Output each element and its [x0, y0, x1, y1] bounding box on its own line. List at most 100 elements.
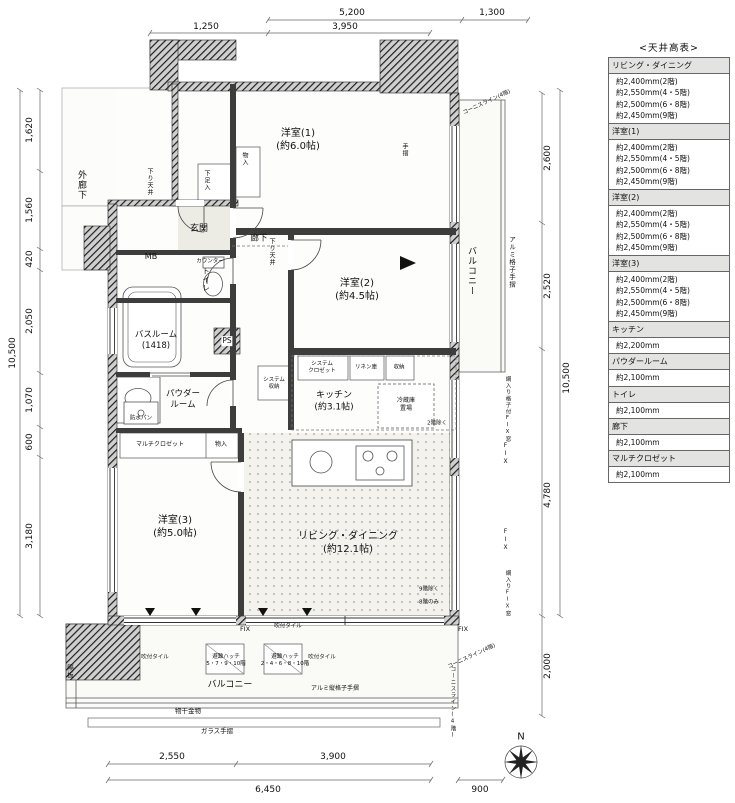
annotation-laundry-hardware: 物干金物: [175, 706, 201, 715]
annotation-spray-tile-2: 吹付タイル: [308, 654, 336, 661]
annotation-handrail: 手摺: [401, 143, 408, 157]
annotation-spray-tile-3: 吹付タイル: [141, 654, 169, 661]
ceiling-value: 約2,500mm(6・8階): [616, 231, 690, 241]
annotation-except-2f: 2階除く: [427, 420, 447, 427]
annotation-shoe-box: 下足入: [203, 170, 210, 191]
room-label-yoshitsu1: 洋室(1) (約6.0帖): [276, 128, 320, 152]
toilet-icon: [203, 271, 223, 297]
dim-top-3950: 3,950: [332, 22, 358, 32]
ceiling-row-values: 約2,100mm: [609, 467, 729, 482]
closet-1: [235, 146, 261, 198]
dim-left-600: 600: [25, 433, 35, 451]
dim-left-total-10500: 10,500: [8, 337, 18, 369]
ceiling-value: 約2,100mm: [616, 405, 660, 415]
annotation-multi-closet: マルチクロゼット: [135, 441, 185, 449]
room-label-balcony-east: バルコニー: [466, 246, 476, 296]
ceiling-value: 約2,100mm: [616, 373, 660, 383]
dim-left-2050: 2,050: [25, 308, 35, 334]
ceiling-row-room: パウダールーム: [609, 354, 729, 371]
room-label-bathroom: バスルーム (1418): [134, 329, 178, 351]
room-label-meter-box: MB: [144, 251, 158, 261]
annotation-fridge-space: 冷蔵庫 置場: [396, 397, 416, 412]
dim-right-2520: 2,520: [543, 273, 553, 299]
annotation-only-8f: 8階のみ: [419, 599, 439, 606]
storage-box: [385, 355, 415, 381]
ceiling-value: 約2,400mm(2階): [616, 209, 678, 218]
entrance-floor: [178, 206, 236, 252]
annotation-drop-ceiling-2: 下り天井: [146, 168, 153, 196]
dimension-lines: [16, 16, 564, 784]
dim-bottom-3900: 3,900: [320, 752, 346, 762]
annotation-drop-ceiling-1: 下り天井: [268, 238, 275, 266]
doors-layer: [150, 200, 322, 493]
system-closet: [297, 355, 349, 381]
dim-right-2000: 2,000: [543, 653, 553, 679]
dim-top-5200: 5,200: [339, 8, 365, 18]
room-label-balcony-south: バルコニー: [207, 680, 253, 691]
annotation-escape-hatch-2: 避難ハッチ 2・4・6・8・10階: [260, 653, 310, 667]
annotation-escape-hatch-1: 避難ハッチ 5・7・9・10階: [206, 653, 246, 667]
annotation-system-storage: システム 収納: [263, 376, 285, 390]
ceiling-row-room: 洋室(3): [609, 256, 729, 272]
room-label-powder-room: パウダー ルーム: [165, 388, 201, 410]
ceiling-value: 約2,550mm(4・5階): [616, 88, 690, 98]
ceiling-row-values: 約2,100mm: [609, 435, 729, 451]
ceiling-row-values: 約2,400mm(2階) 約2,550mm(4・5階) 約2,500mm(6・8…: [609, 272, 729, 322]
fridge-space: [377, 383, 435, 429]
multi-closet: [119, 432, 239, 459]
dim-left-3180: 3,180: [25, 523, 35, 549]
ceiling-value: 約2,450mm(9階): [616, 308, 678, 318]
dim-left-420: 420: [25, 250, 35, 268]
room-label-kitchen: キッチン (約3.1帖): [314, 390, 354, 412]
room-label-ext-corridor: 外廊下: [76, 170, 86, 200]
annotation-cornice-3: コーニスライン(4階): [449, 666, 456, 739]
annotation-partition-board: 隔板: [65, 664, 74, 679]
dim-bottom-900: 900: [471, 785, 489, 795]
dim-right-2600: 2,600: [543, 145, 553, 171]
ceiling-value: 約2,500mm(6・8階): [616, 297, 690, 307]
annotation-counter: カウンター: [196, 258, 224, 265]
room-label-yoshitsu2: 洋室(2) (約4.5帖): [335, 278, 379, 302]
ceiling-row-values: 約2,400mm(2階) 約2,550mm(4・5階) 約2,500mm(6・8…: [609, 74, 729, 124]
system-storage: [257, 365, 291, 401]
ceiling-value: 約2,550mm(4・5階): [616, 154, 690, 164]
annotation-fix-south-1: FIX: [239, 624, 251, 633]
dim-bottom-2550: 2,550: [159, 752, 185, 762]
annotation-alumi-lattice-south: アルミ縦格子手摺: [311, 685, 359, 693]
windows-layer: [108, 126, 459, 625]
dim-bottom-total-6450: 6,450: [255, 785, 281, 795]
ceiling-value: 約2,550mm(4・5階): [616, 220, 690, 230]
section-arrow: [400, 256, 416, 270]
compass-north-label: N: [517, 731, 525, 743]
room-label-pipe-space: PS: [221, 336, 233, 346]
annotation-closet-1: 物入: [241, 152, 248, 166]
dim-top-1300: 1,300: [479, 8, 505, 18]
ceiling-row-values: 約2,400mm(2階) 約2,550mm(4・5階) 約2,500mm(6・8…: [609, 140, 729, 190]
drop-ceiling-lines: [232, 245, 457, 431]
ceiling-row-room: 洋室(1): [609, 124, 729, 140]
ceiling-value: 約2,500mm(6・8階): [616, 165, 690, 175]
annotation-alumi-lattice-east: アルミ格子手摺: [507, 236, 516, 289]
annotation-waterproof-pan: 防水パン: [129, 415, 153, 422]
dim-left-1620: 1,620: [25, 117, 35, 143]
ceiling-value: 約2,100mm: [616, 437, 660, 447]
ceiling-value: 約2,400mm(2階): [616, 77, 678, 86]
annotation-fix-net-2: 網入りFIX窓: [504, 570, 511, 617]
ceiling-value: 約2,100mm: [616, 470, 660, 479]
room-label-toilet: トイレ: [201, 267, 211, 293]
ceiling-value: 約2,550mm(4・5階): [616, 286, 690, 296]
compass-icon: [504, 745, 538, 779]
ceiling-value: 約2,450mm(9階): [616, 242, 678, 252]
toilet-tank: [202, 256, 225, 269]
dim-left-1560: 1,560: [25, 197, 35, 223]
ceiling-value: 約2,450mm(9階): [616, 176, 678, 186]
annotation-fix-south-2: FIX: [457, 624, 469, 633]
ceiling-value: 約2,400mm(2階): [616, 275, 678, 284]
ceiling-table-title: <天井高表>: [639, 43, 699, 54]
ceiling-value: 約2,400mm(2階): [616, 143, 678, 152]
annotation-fix-east-1: FIX: [502, 442, 509, 466]
dim-left-1070: 1,070: [25, 387, 35, 413]
ceiling-row-values: 約2,400mm(2階) 約2,550mm(4・5階) 約2,500mm(6・8…: [609, 206, 729, 256]
ceiling-row-room: 洋室(2): [609, 190, 729, 206]
